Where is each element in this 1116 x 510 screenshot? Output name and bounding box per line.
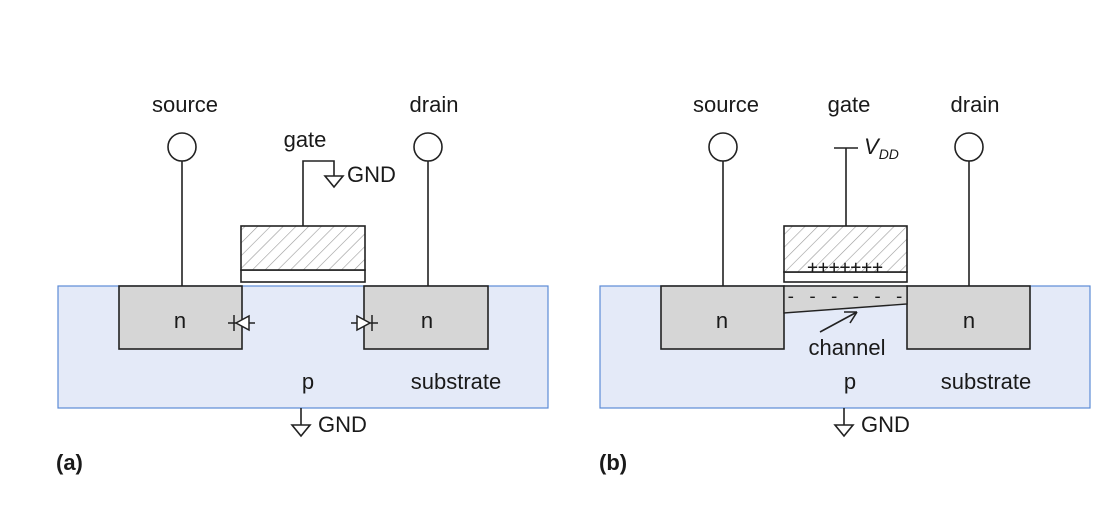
panel-label: (a) bbox=[56, 450, 83, 475]
p-label: p bbox=[844, 369, 856, 394]
gate-label: gate bbox=[284, 127, 327, 152]
drain-label: drain bbox=[951, 92, 1000, 117]
inversion-channel bbox=[783, 285, 908, 314]
p-label: p bbox=[302, 369, 314, 394]
source-terminal-circle bbox=[167, 132, 197, 162]
panel-label: (b) bbox=[599, 450, 627, 475]
gate-electrode bbox=[240, 225, 366, 271]
n-region-left bbox=[660, 285, 785, 350]
gate-electrode bbox=[783, 225, 908, 273]
diode-left-icon bbox=[228, 314, 255, 332]
channel-label: channel bbox=[808, 335, 885, 360]
n-region-right bbox=[906, 285, 1031, 350]
drain-terminal bbox=[954, 132, 984, 286]
substrate-label: substrate bbox=[941, 369, 1032, 394]
gate-ground-icon bbox=[323, 175, 345, 189]
gate-wire bbox=[302, 160, 335, 226]
drain-label: drain bbox=[410, 92, 459, 117]
plus-charges: +++++++ bbox=[807, 257, 883, 278]
vdd-subscript-text: DD bbox=[879, 146, 899, 162]
n-right-label: n bbox=[963, 308, 975, 333]
bottom-gnd-label: GND bbox=[318, 412, 367, 437]
vdd-main-text: V bbox=[864, 134, 881, 159]
gate-label: gate bbox=[828, 92, 871, 117]
substrate-label: substrate bbox=[411, 369, 502, 394]
panel-a: source drain gate GND n n p substrate GN… bbox=[56, 92, 549, 475]
drain-terminal-circle bbox=[954, 132, 984, 162]
panel-b: source gate drain VDD +++++++ - - - - - … bbox=[599, 92, 1091, 475]
source-label: source bbox=[693, 92, 759, 117]
bottom-ground-icon bbox=[833, 408, 855, 438]
bottom-ground-icon bbox=[290, 408, 312, 438]
n-right-label: n bbox=[421, 308, 433, 333]
source-terminal-circle bbox=[708, 132, 738, 162]
bottom-gnd-label: GND bbox=[861, 412, 910, 437]
vdd-label: VDD bbox=[864, 134, 899, 162]
n-region-right bbox=[363, 285, 489, 350]
gate-gnd-label: GND bbox=[347, 162, 396, 187]
source-label: source bbox=[152, 92, 218, 117]
gate-oxide bbox=[240, 269, 366, 283]
channel-arrow-icon bbox=[819, 311, 858, 333]
source-terminal bbox=[167, 132, 197, 286]
n-left-label: n bbox=[174, 308, 186, 333]
source-terminal bbox=[708, 132, 738, 286]
diode-right-icon bbox=[351, 314, 378, 332]
minus-charges: - - - - - - bbox=[785, 286, 904, 307]
n-region-left bbox=[118, 285, 243, 350]
n-left-label: n bbox=[716, 308, 728, 333]
drain-terminal-circle bbox=[413, 132, 443, 162]
drain-terminal bbox=[413, 132, 443, 286]
